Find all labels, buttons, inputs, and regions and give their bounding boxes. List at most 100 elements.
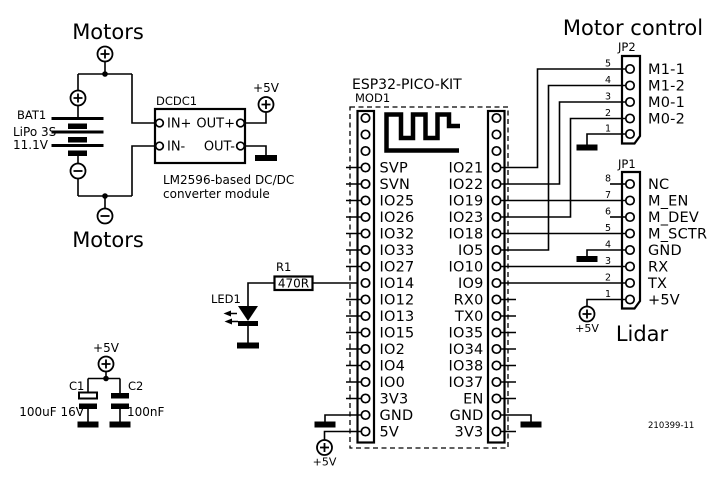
jp1-pin-number: 8 [605, 174, 611, 185]
esp32-right-pin-label: IO38 [449, 359, 484, 375]
jp1-pin-label: RX [648, 260, 668, 276]
esp32-right-pin-circles [491, 112, 502, 437]
c2-value: 100nF [127, 405, 165, 419]
jp1-pin-circles [624, 178, 636, 305]
wire-gnd-right [501, 414, 532, 422]
wire-bat-to-in-plus [131, 74, 155, 124]
r1-refdes: R1 [276, 260, 291, 274]
dcdc-description-line2: converter module [163, 187, 270, 201]
lidar-title: Lidar [616, 322, 669, 346]
esp32-right-pin-label: TX0 [454, 309, 484, 325]
dcdc-pin-out-minus-label: OUT- [204, 140, 235, 155]
led-symbol [238, 306, 258, 326]
esp32-left-pin-label: 5V [380, 425, 400, 441]
jp1-pin-number: 3 [605, 256, 611, 267]
esp32-outline [349, 106, 509, 449]
c2-capacitor-symbol [111, 393, 129, 409]
esp32-right-pin-stubs [501, 298, 516, 433]
r1-value: 470R [278, 277, 309, 291]
esp32-right-pin-label: IO10 [449, 260, 484, 276]
esp32-right-pin-label: GND [450, 408, 484, 424]
pin-circle [154, 118, 165, 128]
bat1-voltage: 11.1V [13, 138, 49, 152]
jp1-pin-label: GND [648, 243, 682, 259]
esp32-left-pin-stubs [346, 166, 362, 400]
jp1-section: JP1 +5V 8 7 6 5 4 3 2 1 NC M_EN M_DEV [501, 157, 707, 346]
esp32-right-pin-label: IO21 [449, 161, 484, 177]
esp32-left-header [356, 109, 376, 444]
jp1-pin-label: NC [648, 177, 669, 193]
jp2-pin-label: M0-1 [648, 95, 685, 111]
ground-symbol [576, 256, 598, 262]
jp1-pin-number: 4 [605, 240, 611, 251]
wire-jp1-pin1-5v [586, 298, 626, 307]
esp32-right-pin-label: IO23 [449, 210, 484, 226]
esp32-left-pin-circles [360, 112, 371, 437]
led-emission-arrows-icon [223, 310, 238, 325]
wire-5v [323, 430, 362, 440]
dcdc-pin-in-plus-label: IN+ [167, 117, 191, 132]
jp1-pin-label: M_SCTR [648, 227, 707, 243]
led1-refdes: LED1 [211, 292, 241, 306]
esp32-5v-rail-label: +5V [313, 456, 337, 469]
esp32-left-pin-label: IO25 [380, 194, 415, 210]
bat1-refdes: BAT1 [17, 108, 46, 122]
pin-circle [235, 141, 246, 151]
jp2-section: Motor control JP2 5 4 3 2 1 M1-1 M1-2 M0… [501, 16, 703, 251]
esp32-right-pin-label: IO34 [449, 342, 484, 358]
wire-out-minus [244, 145, 267, 155]
wire-r1-to-led [247, 282, 275, 306]
esp32-right-pin-label: EN [463, 392, 483, 408]
jp1-refdes: JP1 [617, 157, 636, 171]
battery-symbol [51, 117, 104, 156]
junction-dot [102, 193, 108, 199]
plus5v-symbol [257, 96, 275, 113]
jp2-pin-number: 3 [605, 92, 611, 103]
jp1-pin-label: +5V [648, 293, 680, 309]
jp2-pin-number: 1 [605, 124, 611, 135]
junction-dot [103, 375, 109, 382]
esp32-left-pin-label: 3V3 [380, 392, 409, 408]
jp1-pin-label: M_DEV [648, 210, 699, 226]
jp2-pin-circles [624, 63, 636, 140]
jp1-pin-label: TX [647, 276, 667, 292]
jp1-connector-body [620, 170, 642, 310]
plus5v-symbol [316, 439, 333, 456]
motor-control-title: Motor control [563, 16, 703, 40]
esp32-right-pin-label: RX0 [454, 293, 484, 309]
battery-section: Motors Motors [13, 20, 155, 252]
jp2-pin-number: 4 [605, 75, 611, 86]
esp32-section: ESP32-PICO-KIT MOD1 [313, 77, 542, 469]
junction-dot [102, 71, 108, 77]
c1-value: 100uF 16V [19, 405, 84, 419]
wire-io21-to-m1-1 [501, 68, 626, 169]
ground-symbol [520, 421, 542, 428]
esp32-left-pin-label: SVN [380, 177, 411, 193]
antenna-icon [384, 112, 460, 153]
motors-label-top: Motors [72, 20, 144, 44]
esp32-left-pin-label: IO2 [380, 342, 406, 358]
ground-symbol [255, 155, 277, 161]
ground-symbol [77, 421, 99, 428]
ground-symbol [314, 421, 336, 428]
caps-section: +5V C1 C2 100uF 16V 100nF [19, 341, 165, 428]
esp32-right-pin-label: IO5 [458, 243, 484, 259]
esp32-left-pin-label: IO0 [380, 375, 406, 391]
esp32-left-pin-label: IO4 [380, 359, 406, 375]
esp32-right-pin-label: IO35 [449, 326, 484, 342]
esp32-right-pin-label: IO37 [449, 375, 484, 391]
wire-bat-to-in-minus [131, 145, 155, 196]
esp32-left-pin-label: IO13 [380, 309, 415, 325]
ground-symbol [109, 421, 131, 428]
c1-capacitor-symbol [78, 391, 98, 409]
caps-rail-label: +5V [93, 341, 120, 355]
jp2-pin-label: M0-2 [648, 112, 685, 128]
led-resistor-section: R1 470R LED1 [211, 260, 362, 349]
jp1-pin-number: 1 [605, 289, 611, 300]
jp1-pin-number: 2 [605, 273, 611, 284]
jp2-pin-number: 5 [605, 59, 611, 70]
wire-jp2-pin1-gnd [586, 133, 626, 145]
esp32-left-pin-label: IO15 [380, 326, 415, 342]
battery-minus-terminal-icon [69, 162, 87, 180]
